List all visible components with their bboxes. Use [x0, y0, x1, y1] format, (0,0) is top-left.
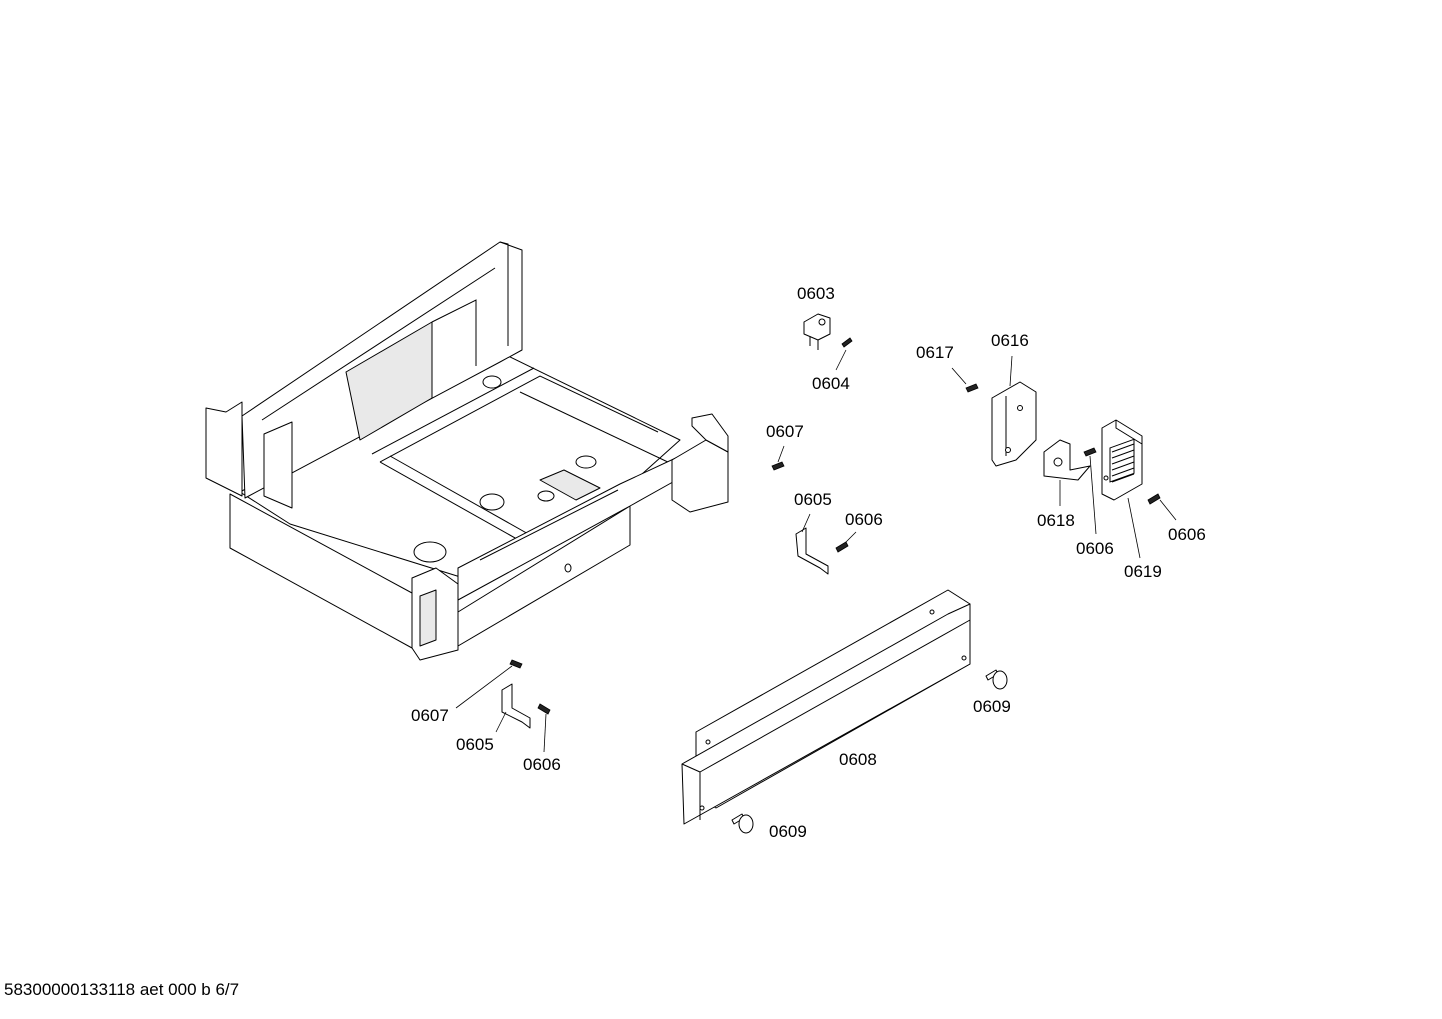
grille-cover-part-0619 [1101, 419, 1143, 559]
callout-0616: 0616 [991, 331, 1029, 350]
bracket-part-0605-bottom [495, 683, 531, 733]
callout-0606-right: 0606 [1168, 525, 1206, 544]
callout-0617: 0617 [916, 343, 954, 362]
bracket-part-0618 [1043, 439, 1091, 506]
screw-part-0607-bottom [455, 659, 523, 709]
callout-0619: 0619 [1124, 562, 1162, 581]
screw-part-0609-bottom [731, 813, 754, 834]
callout-0618: 0618 [1037, 511, 1075, 530]
callout-0606-top: 0606 [845, 510, 883, 529]
screw-part-0606-mid [1083, 447, 1097, 535]
callout-0606-mid: 0606 [1076, 539, 1114, 558]
callout-0606-bottom: 0606 [523, 755, 561, 774]
drawing-reference-code: 58300000133118 aet 000 b 6/7 [4, 980, 240, 999]
base-frame-part [205, 241, 729, 661]
bracket-part-0605-top [795, 513, 829, 575]
screw-part-0606-bottom [537, 703, 551, 753]
screw-part-0606-right [1147, 493, 1177, 521]
callout-0608: 0608 [839, 750, 877, 769]
callout-0609-top: 0609 [973, 697, 1011, 716]
callout-0605-top: 0605 [794, 490, 832, 509]
valve-part-0603 [803, 313, 831, 350]
callout-0609-bottom: 0609 [769, 822, 807, 841]
callout-0605-bottom: 0605 [456, 735, 494, 754]
screw-part-0604 [835, 337, 853, 371]
screw-part-0607-top [771, 445, 785, 471]
callout-0603: 0603 [797, 284, 835, 303]
callout-0607-bottom: 0607 [411, 706, 449, 725]
screw-part-0617 [951, 367, 979, 393]
callout-0604: 0604 [812, 374, 850, 393]
housing-part-0616 [991, 355, 1037, 467]
screw-part-0606-top [835, 531, 857, 553]
kick-plate-part-0608 [681, 589, 971, 825]
callout-0607-top: 0607 [766, 422, 804, 441]
screw-part-0609-top [985, 669, 1008, 690]
